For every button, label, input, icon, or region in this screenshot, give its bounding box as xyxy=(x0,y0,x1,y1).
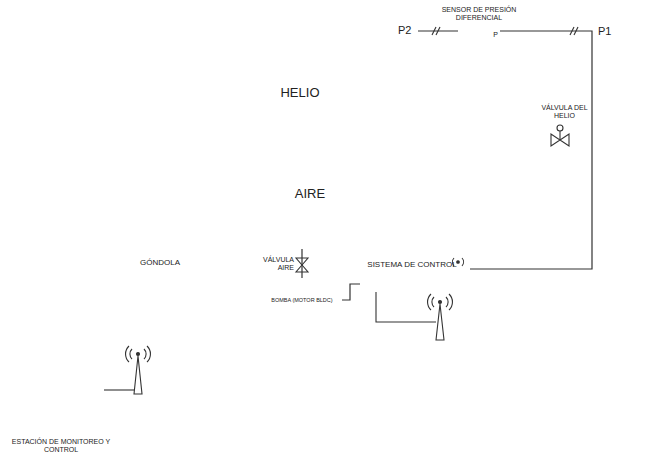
node-text: HELIO xyxy=(280,86,319,101)
gas-envelope: AIRE HELIO xyxy=(10,10,590,250)
connector-line xyxy=(470,31,592,269)
monitoring-station: ESTACIÓN DE MONITOREO Y CONTROL xyxy=(5,338,117,456)
port-label: P2 xyxy=(398,24,418,37)
connector-line xyxy=(301,249,302,278)
sensor-box: SENSOR DE PRESIÓN DIFERENCIALP xyxy=(458,24,500,38)
air-ballonet-outline xyxy=(175,155,445,250)
antenna-wire xyxy=(104,389,134,390)
port-label: P1 xyxy=(598,25,622,38)
node-text: AIRE xyxy=(295,187,325,202)
node-text: BOMBA (MOTOR BLDC) xyxy=(271,297,332,303)
air-ballonet: AIRE xyxy=(175,155,445,250)
valve-label: VÁLVULA DEL HELIO xyxy=(539,104,590,120)
gondola-box: GÓNDOLA xyxy=(130,248,230,294)
pump-circle: BOMBA (MOTOR BLDC) xyxy=(262,278,342,322)
antenna-wire xyxy=(376,292,436,322)
valve-label: VÁLVULA AIRE xyxy=(248,256,294,272)
antenna xyxy=(126,346,151,394)
connector-line xyxy=(342,284,360,300)
node-text: GÓNDOLA xyxy=(140,258,180,267)
control-box: SISTEMA DE CONTROL xyxy=(360,246,470,292)
sensor-heading: SENSOR DE PRESIÓN DIFERENCIAL xyxy=(423,6,535,22)
gondola-box-outline xyxy=(130,248,230,294)
tube-mark xyxy=(432,27,436,35)
tube-mark xyxy=(436,27,440,35)
antenna xyxy=(428,294,453,340)
gas-envelope-outline xyxy=(10,10,590,250)
node-text: SISTEMA DE CONTROL xyxy=(367,260,456,269)
node-text: ESTACIÓN DE MONITOREO Y CONTROL xyxy=(5,438,117,454)
port-letter: P xyxy=(493,31,498,38)
helium-valve xyxy=(551,125,569,146)
